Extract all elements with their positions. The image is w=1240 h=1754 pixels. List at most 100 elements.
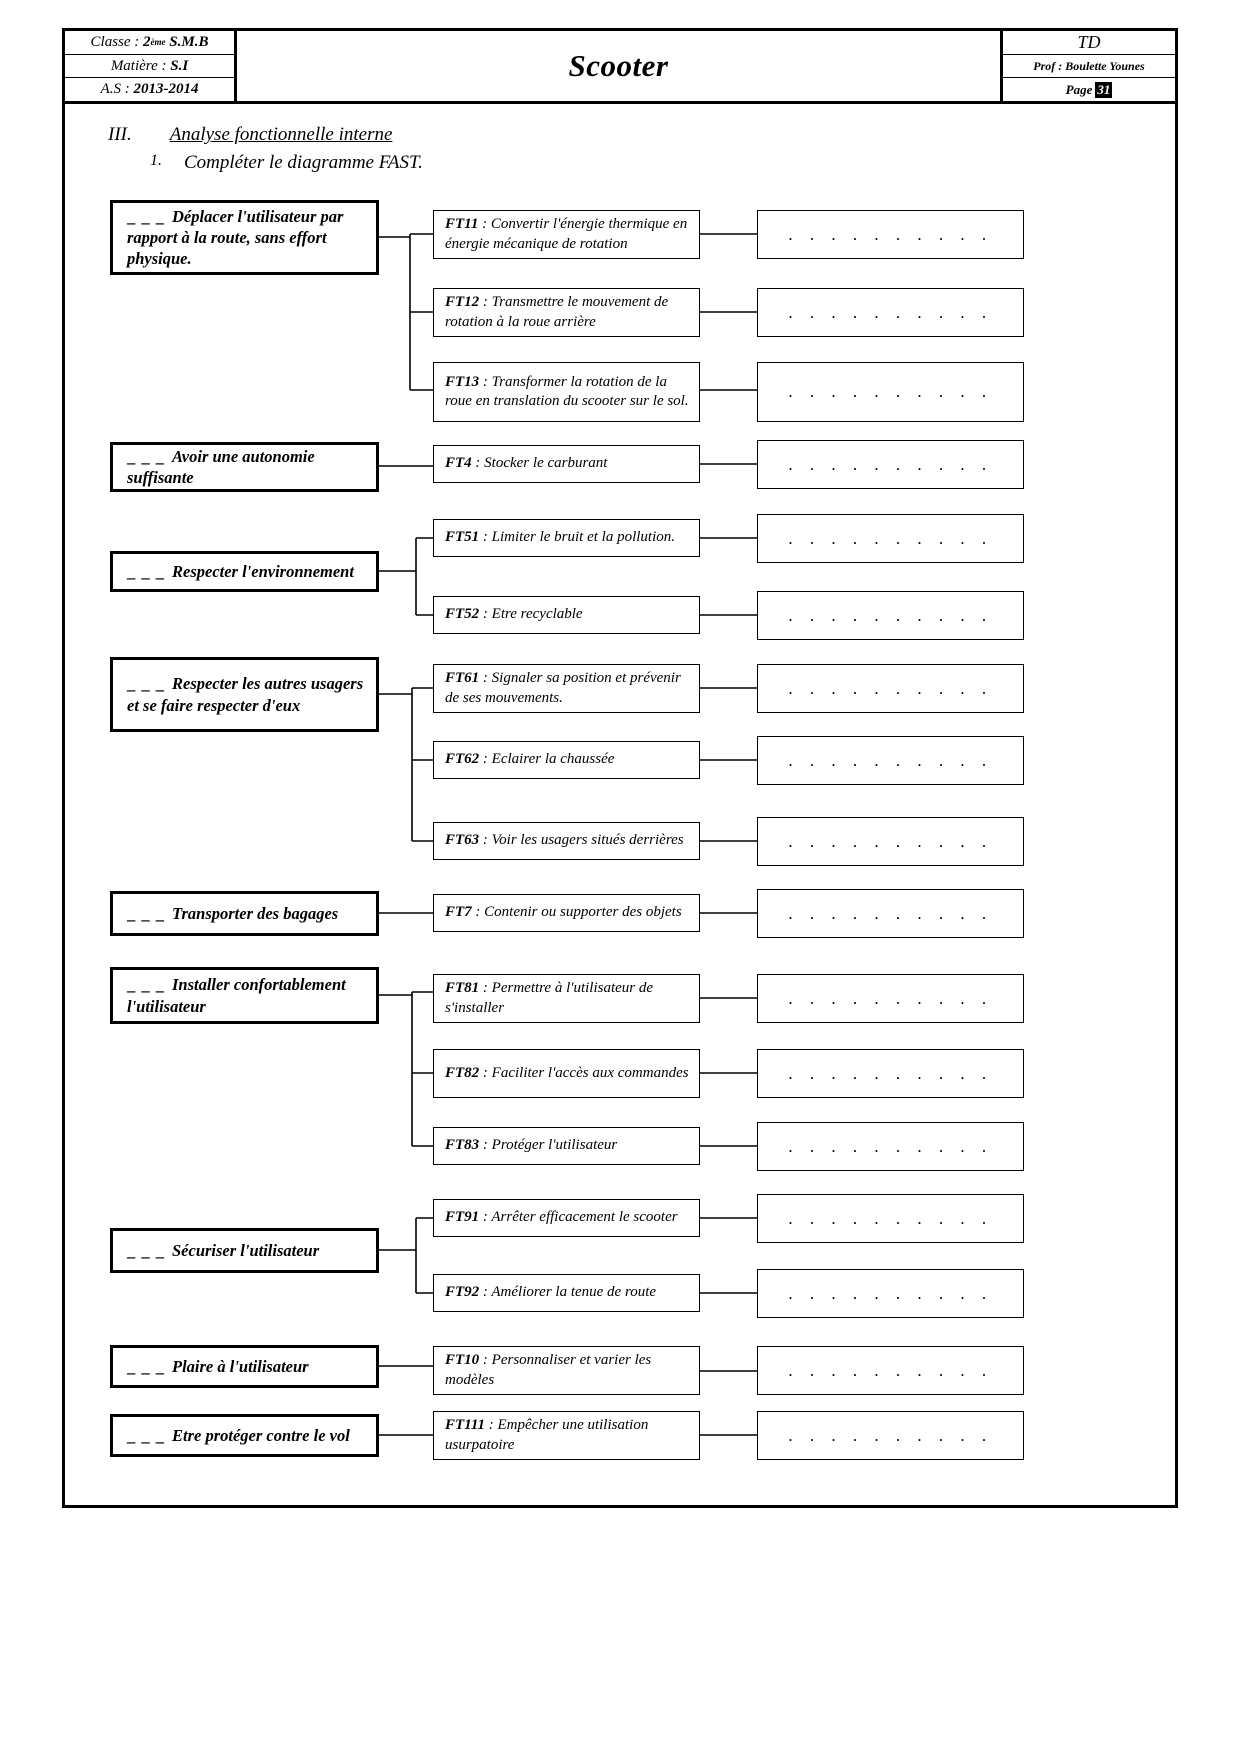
answer-box-ft11[interactable]: . . . . . . . . . . (757, 210, 1024, 259)
ft-box-ft51[interactable]: FT51 : Limiter le bruit et la pollution. (433, 519, 700, 557)
answer-box-ft10[interactable]: . . . . . . . . . . (757, 1346, 1024, 1395)
ft-box-ft52[interactable]: FT52 : Etre recyclable (433, 596, 700, 634)
ft-box-ft91[interactable]: FT91 : Arrêter efficacement le scooter (433, 1199, 700, 1237)
page-title: Scooter (568, 48, 669, 83)
section-heading: III. Analyse fonctionnelle interne (108, 124, 392, 146)
function-box-fc9[interactable]: _ _ _Etre protéger contre le vol (110, 1414, 379, 1457)
ft-code: FT61 (445, 670, 480, 686)
blank-dashes: _ _ _ (127, 975, 165, 995)
ft-box-ft12[interactable]: FT12 : Transmettre le mouvement de rotat… (433, 288, 700, 337)
answer-dots: . . . . . . . . . . (788, 224, 993, 244)
ft-label: FT51 : Limiter le bruit et la pollution. (445, 528, 675, 548)
function-label: _ _ _Installer confortablement l'utilisa… (127, 975, 346, 1016)
answer-box-ft82[interactable]: . . . . . . . . . . (757, 1049, 1024, 1098)
function-box-fc4[interactable]: _ _ _Respecter les autres usagers et se … (110, 657, 379, 732)
answer-dots: . . . . . . . . . . (788, 382, 993, 401)
function-box-fp1[interactable]: _ _ _Déplacer l'utilisateur par rapport … (110, 200, 379, 275)
ft-description: : Permettre à l'utilisateur de s'install… (445, 980, 654, 1016)
page-label: Page (1065, 81, 1093, 97)
answer-box-ft51[interactable]: . . . . . . . . . . (757, 514, 1024, 563)
answer-box-ft62[interactable]: . . . . . . . . . . (757, 736, 1024, 785)
ft-description: : Personnaliser et varier les modèles (445, 1352, 652, 1388)
ft-label: FT111 : Empêcher une utilisation usurpat… (445, 1416, 691, 1455)
header-prof-cell: Prof : Boulette Younes (1003, 55, 1175, 79)
ft-code: FT11 (445, 216, 479, 232)
ft-box-ft62[interactable]: FT62 : Eclairer la chaussée (433, 741, 700, 779)
answer-dots: . . . . . . . . . . (788, 1063, 993, 1083)
matiere-label: Matière : (110, 57, 167, 74)
answer-box-ft81[interactable]: . . . . . . . . . . (757, 974, 1024, 1023)
ft-box-ft83[interactable]: FT83 : Protéger l'utilisateur (433, 1127, 700, 1165)
answer-box-ft63[interactable]: . . . . . . . . . . (757, 817, 1024, 866)
function-label: _ _ _Plaire à l'utilisateur (127, 1356, 309, 1376)
function-box-fc3[interactable]: _ _ _Respecter l'environnement (110, 551, 379, 592)
ft-label: FT63 : Voir les usagers situés derrières (445, 831, 684, 851)
page-number-badge: 31 (1095, 81, 1113, 98)
ft-code: FT52 (445, 606, 480, 623)
answer-dots: . . . . . . . . . . (788, 988, 993, 1008)
function-box-fc7[interactable]: _ _ _Sécuriser l'utilisateur (110, 1228, 379, 1273)
answer-dots: . . . . . . . . . . (788, 605, 993, 625)
ft-code: FT83 (445, 1137, 480, 1154)
function-box-fc8[interactable]: _ _ _Plaire à l'utilisateur (110, 1345, 379, 1388)
ft-code: FT51 (445, 529, 480, 546)
ft-code: FT7 (445, 904, 472, 921)
ft-box-ft111[interactable]: FT111 : Empêcher une utilisation usurpat… (433, 1411, 700, 1460)
ft-code: FT10 (445, 1352, 480, 1368)
answer-dots: . . . . . . . . . . (788, 750, 993, 770)
ft-code: FT13 (445, 373, 480, 390)
classe-value: 2 (143, 33, 151, 50)
ft-code: FT63 (445, 832, 480, 849)
ft-box-ft61[interactable]: FT61 : Signaler sa position et prévenir … (433, 664, 700, 713)
ft-box-ft82[interactable]: FT82 : Faciliter l'accès aux commandes (433, 1049, 700, 1098)
blank-dashes: _ _ _ (127, 561, 165, 581)
answer-dots: . . . . . . . . . . (788, 1283, 993, 1303)
blank-dashes: _ _ _ (127, 1240, 165, 1260)
ft-code: FT4 (445, 455, 472, 472)
answer-box-ft13[interactable]: . . . . . . . . . . (757, 362, 1024, 422)
answer-box-ft83[interactable]: . . . . . . . . . . (757, 1122, 1024, 1171)
answer-box-ft52[interactable]: . . . . . . . . . . (757, 591, 1024, 640)
ft-label: FT62 : Eclairer la chaussée (445, 750, 614, 770)
answer-dots: . . . . . . . . . . (788, 1136, 993, 1156)
ft-box-ft63[interactable]: FT63 : Voir les usagers situés derrières (433, 822, 700, 860)
ft-code: FT81 (445, 980, 480, 996)
ft-box-ft11[interactable]: FT11 : Convertir l'énergie thermique en … (433, 210, 700, 259)
header-center-column: Scooter (237, 31, 1003, 101)
answer-box-ft111[interactable]: . . . . . . . . . . (757, 1411, 1024, 1460)
annee-label: A.S : (100, 81, 130, 98)
blank-dashes: _ _ _ (127, 206, 165, 226)
answer-box-ft4[interactable]: . . . . . . . . . . (757, 440, 1024, 489)
ft-description: : Arrêter efficacement le scooter (482, 1209, 678, 1226)
function-box-fc5[interactable]: _ _ _Transporter des bagages (110, 891, 379, 936)
ft-box-ft7[interactable]: FT7 : Contenir ou supporter des objets (433, 894, 700, 932)
function-box-fc2[interactable]: _ _ _Avoir une autonomie suffisante (110, 442, 379, 492)
ft-description: : Transformer la rotation de la roue en … (445, 373, 689, 410)
ft-description: : Améliorer la tenue de route (482, 1284, 657, 1301)
ft-box-ft81[interactable]: FT81 : Permettre à l'utilisateur de s'in… (433, 974, 700, 1023)
ft-label: FT13 : Transformer la rotation de la rou… (445, 373, 691, 412)
ft-box-ft92[interactable]: FT92 : Améliorer la tenue de route (433, 1274, 700, 1312)
ft-box-ft4[interactable]: FT4 : Stocker le carburant (433, 445, 700, 483)
answer-box-ft7[interactable]: . . . . . . . . . . (757, 889, 1024, 938)
answer-box-ft91[interactable]: . . . . . . . . . . (757, 1194, 1024, 1243)
function-label: _ _ _Etre protéger contre le vol (127, 1425, 350, 1445)
subsection-heading: 1. Compléter le diagramme FAST. (150, 152, 423, 174)
ft-box-ft13[interactable]: FT13 : Transformer la rotation de la rou… (433, 362, 700, 422)
ft-description: : Signaler sa position et prévenir de se… (445, 670, 681, 706)
subsection-title: Compléter le diagramme FAST. (184, 152, 423, 173)
ft-box-ft10[interactable]: FT10 : Personnaliser et varier les modèl… (433, 1346, 700, 1395)
ft-code: FT92 (445, 1284, 480, 1301)
answer-box-ft61[interactable]: . . . . . . . . . . (757, 664, 1024, 713)
matiere-value: S.I (170, 57, 189, 74)
blank-dashes: _ _ _ (127, 1356, 165, 1376)
blank-dashes: _ _ _ (127, 446, 165, 466)
ft-description: : Voir les usagers situés derrières (482, 832, 684, 849)
ft-description: : Empêcher une utilisation usurpatoire (445, 1417, 649, 1453)
answer-box-ft92[interactable]: . . . . . . . . . . (757, 1269, 1024, 1318)
header-annee-cell: A.S : 2013-2014 (65, 78, 234, 101)
subsection-number: 1. (150, 152, 162, 169)
answer-box-ft12[interactable]: . . . . . . . . . . (757, 288, 1024, 337)
function-box-fc6[interactable]: _ _ _Installer confortablement l'utilisa… (110, 967, 379, 1024)
